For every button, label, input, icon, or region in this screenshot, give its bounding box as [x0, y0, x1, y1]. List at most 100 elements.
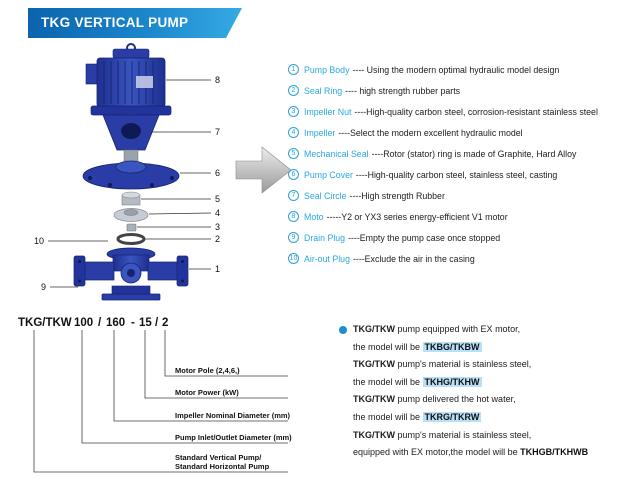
- part-name: Seal Ring: [304, 85, 343, 96]
- callout-4: 4: [215, 208, 220, 218]
- impeller-nut: [126, 223, 137, 232]
- note-result: equipped with EX motor,the model will be…: [353, 444, 588, 462]
- callout-9: 9: [41, 282, 46, 292]
- motor: [85, 43, 172, 116]
- brand-text: TKG/TKW: [353, 324, 395, 334]
- part-name: Mechanical Seal: [304, 148, 369, 159]
- callout-2: 2: [215, 234, 220, 244]
- model-code-sep2: -: [131, 317, 135, 329]
- breakdown-labels: Motor Pole (2,4,6,) Motor Power (kW) Imp…: [175, 366, 292, 471]
- note-result: the model will be TKRG/TKRW: [353, 409, 588, 427]
- part-number-badge: 3: [288, 106, 299, 117]
- model-code-highlight: TKBG/TKBW: [422, 341, 482, 352]
- label-motor-pole: Motor Pole (2,4,6,): [175, 366, 240, 375]
- part-number-badge: 5: [288, 148, 299, 159]
- part-name: Air-out Plug: [304, 253, 350, 264]
- brand-text: TKG/TKW: [353, 429, 395, 440]
- list-item: 7 Seal Circle ----High strength Rubber: [288, 185, 598, 206]
- part-description: ----Empty the pump case once stopped: [348, 232, 501, 243]
- model-notes: TKG/TKW pump equipped with EX motor, the…: [339, 321, 588, 462]
- breakdown-lines: [33, 330, 288, 473]
- callout-6: 6: [215, 168, 220, 178]
- part-name: Pump Cover: [304, 169, 353, 180]
- model-code-highlight: TKRG/TKRW: [422, 411, 482, 422]
- part-number-badge: 6: [288, 169, 299, 180]
- model-code-num2: 160: [106, 317, 125, 329]
- list-item: 10 Air-out Plug ----Exclude the air in t…: [288, 248, 598, 269]
- note-condition: TKG/TKW pump equipped with EX motor,: [353, 321, 588, 339]
- note-condition: TKG/TKW pump's material is stainless ste…: [353, 356, 588, 374]
- callout-numbers: 8 7 6 5 4 3 2 1 10 9: [34, 75, 220, 292]
- part-description: ----Select the modern excellent hydrauli…: [338, 127, 523, 138]
- callout-8: 8: [215, 75, 220, 85]
- note-result: the model will be TKBG/TKBW: [353, 339, 588, 357]
- list-item: 2 Seal Ring ---- high strength rubber pa…: [288, 80, 598, 101]
- model-code-prefix: TKG/TKW: [18, 317, 72, 329]
- part-number-badge: 4: [288, 127, 299, 138]
- part-name: Pump Body: [304, 64, 350, 75]
- note-condition: TKG/TKW pump delivered the hot water,: [353, 391, 588, 409]
- pump-exploded-diagram: 8 7 6 5 4 3 2 1 10 9: [34, 43, 292, 301]
- seal-ring: [116, 233, 146, 245]
- brand-text: TKG/TKW: [353, 394, 395, 405]
- pump-body: [73, 247, 189, 301]
- model-code-bold: TKHGB/TKHWB: [520, 447, 589, 458]
- list-item: 4 Impeller ----Select the modern excelle…: [288, 122, 598, 143]
- part-description: -----Y2 or YX3 series energy-efficient V…: [326, 211, 508, 222]
- label-impeller-diameter: Impeller Nominal Diameter (mm): [175, 411, 291, 420]
- callout-3: 3: [215, 222, 220, 232]
- part-name: Seal Circle: [304, 190, 347, 201]
- bullet-icon: [339, 326, 347, 334]
- part-number-badge: 10: [288, 253, 299, 264]
- model-code-sep3: /: [155, 317, 159, 329]
- condition-text: pump equipped with EX motor,: [395, 324, 521, 334]
- callout-lines: [48, 79, 212, 288]
- part-number-badge: 1: [288, 64, 299, 75]
- part-name: Impeller Nut: [304, 106, 352, 117]
- list-item: 5 Mechanical Seal ----Rotor (stator) rin…: [288, 143, 598, 164]
- model-code-num3: 15: [139, 317, 152, 329]
- list-item: 8 Moto -----Y2 or YX3 series energy-effi…: [288, 206, 598, 227]
- part-name: Moto: [304, 211, 324, 222]
- part-description: ----High strength Rubber: [349, 190, 445, 201]
- list-item: 6 Pump Cover ----High-quality carbon ste…: [288, 164, 598, 185]
- list-item: 1 Pump Body ---- Using the modern optima…: [288, 59, 598, 80]
- part-number-badge: 9: [288, 232, 299, 243]
- label-standard-line1: Standard Vertical Pump/: [175, 453, 262, 462]
- part-number-badge: 2: [288, 85, 299, 96]
- label-inlet-diameter: Pump Inlet/Outlet Diameter (mm): [175, 433, 292, 442]
- part-description: ----High-quality carbon steel, corrosion…: [354, 106, 598, 117]
- impeller: [113, 208, 149, 222]
- page-title-banner: TKG VERTICAL PUMP: [28, 8, 242, 38]
- note-condition: TKG/TKW pump's material is stainless ste…: [353, 427, 588, 445]
- lead-text: equipped with EX motor,the model will be: [353, 447, 521, 458]
- pump-cover: [82, 160, 180, 190]
- part-name: Drain Plug: [304, 232, 346, 243]
- list-item: 9 Drain Plug ----Empty the pump case onc…: [288, 227, 598, 248]
- mechanical-seal: [121, 191, 141, 206]
- model-code-sep1: /: [98, 317, 102, 329]
- callout-7: 7: [215, 127, 220, 137]
- condition-text: pump delivered the hot water,: [395, 394, 516, 405]
- condition-text: pump's material is stainless steel,: [395, 429, 532, 440]
- part-description: ----Exclude the air in the casing: [352, 253, 475, 264]
- part-name: Impeller: [304, 127, 336, 138]
- lead-text: the model will be: [353, 411, 423, 422]
- condition-text: pump's material is stainless steel,: [395, 359, 532, 370]
- part-description: ---- Using the modern optimal hydraulic …: [352, 64, 560, 75]
- part-number-badge: 8: [288, 211, 299, 222]
- lead-text: the model will be: [353, 376, 423, 387]
- part-number-badge: 7: [288, 190, 299, 201]
- model-code-num4: 2: [162, 317, 168, 329]
- brand-text: TKG/TKW: [353, 359, 395, 370]
- part-description: ----Rotor (stator) ring is made of Graph…: [371, 148, 577, 159]
- part-description: ----High-quality carbon steel, stainless…: [355, 169, 558, 180]
- parts-list: 1 Pump Body ---- Using the modern optima…: [288, 59, 598, 269]
- model-code-highlight: TKHG/TKHW: [422, 376, 482, 387]
- page-title: TKG VERTICAL PUMP: [41, 15, 189, 30]
- model-code-num1: 100: [74, 317, 93, 329]
- model-code-breakdown: TKG/TKW 100 / 160 - 15 / 2 Motor Pole (2…: [18, 317, 292, 473]
- lead-text: the model will be: [353, 341, 423, 352]
- list-item: 3 Impeller Nut ----High-quality carbon s…: [288, 101, 598, 122]
- right-arrow-icon: [235, 146, 292, 194]
